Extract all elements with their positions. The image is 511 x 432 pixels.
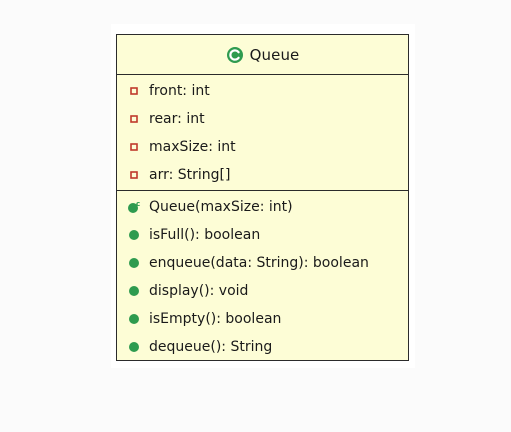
operation-label: enqueue(data: String): boolean: [149, 255, 369, 271]
attribute-row[interactable]: front: int: [117, 77, 408, 105]
operation-label: display(): void: [149, 283, 249, 299]
public-method-icon: [129, 286, 139, 296]
attribute-row[interactable]: rear: int: [117, 105, 408, 133]
private-field-icon: [130, 87, 138, 95]
svg-text:c: c: [136, 200, 140, 208]
operation-label: dequeue(): String: [149, 339, 273, 355]
private-field-icon: [130, 115, 138, 123]
attribute-label: rear: int: [149, 111, 205, 127]
attribute-label: arr: String[]: [149, 167, 231, 183]
public-method-icon: [129, 230, 139, 240]
class-header: Queue: [117, 35, 408, 75]
attributes-compartment: front: int rear: int maxSize: int arr: S…: [117, 75, 408, 191]
operation-row[interactable]: c Queue(maxSize: int): [117, 193, 408, 221]
public-method-icon: [129, 314, 139, 324]
attribute-label: maxSize: int: [149, 139, 236, 155]
attribute-row[interactable]: maxSize: int: [117, 133, 408, 161]
private-field-icon: [130, 143, 138, 151]
operation-row[interactable]: enqueue(data: String): boolean: [117, 249, 408, 277]
operation-row[interactable]: dequeue(): String: [117, 333, 408, 361]
public-method-icon: [129, 258, 139, 268]
attribute-row[interactable]: arr: String[]: [117, 161, 408, 189]
operation-label: isEmpty(): boolean: [149, 311, 282, 327]
operation-row[interactable]: isFull(): boolean: [117, 221, 408, 249]
constructor-icon: c: [128, 200, 140, 213]
uml-class-queue[interactable]: Queue front: int rear: int maxSize: int: [116, 34, 409, 361]
attribute-label: front: int: [149, 83, 210, 99]
operation-label: isFull(): boolean: [149, 227, 261, 243]
operation-row[interactable]: isEmpty(): boolean: [117, 305, 408, 333]
operation-row[interactable]: display(): void: [117, 277, 408, 305]
operation-label: Queue(maxSize: int): [149, 199, 293, 215]
operations-compartment: c Queue(maxSize: int) isFull(): boolean …: [117, 191, 408, 360]
class-name: Queue: [249, 45, 300, 64]
public-method-icon: [129, 342, 139, 352]
private-field-icon: [130, 171, 138, 179]
class-icon: [226, 46, 243, 63]
